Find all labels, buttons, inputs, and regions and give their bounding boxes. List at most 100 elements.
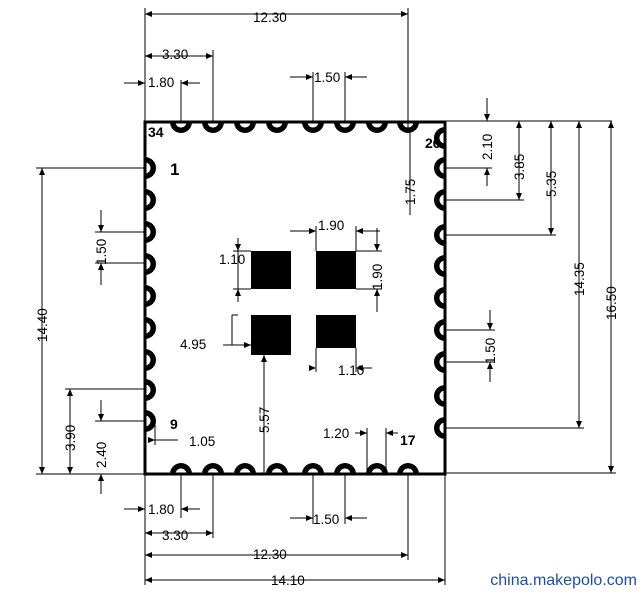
arrowhead — [401, 552, 408, 558]
arrowhead — [374, 244, 380, 251]
dim-bottom-overall: 14.10 — [271, 573, 305, 588]
arrowhead — [145, 530, 152, 536]
arrowhead — [438, 577, 445, 583]
right-pin — [434, 157, 445, 179]
dim-right-1: 2.10 — [480, 134, 495, 160]
bottom-pin — [397, 463, 419, 474]
dim-bottom-pitch: 1.50 — [313, 512, 339, 527]
dim-top-edge-to-pin: 3.30 — [162, 47, 188, 62]
bottom-pin-row — [170, 463, 419, 474]
right-pin — [434, 189, 445, 211]
arrowhead — [576, 121, 582, 128]
left-pin — [145, 410, 156, 432]
left-pin — [145, 189, 156, 211]
arrowhead — [576, 421, 582, 428]
dim-top-pitch: 1.50 — [314, 70, 340, 85]
arrowhead — [356, 228, 363, 234]
center-pad-top-left — [251, 251, 291, 289]
center-pad-top-right — [316, 251, 356, 289]
arrowhead — [138, 80, 145, 86]
bottom-pin — [302, 463, 324, 474]
bottom-pin — [366, 463, 388, 474]
dim-right-pitch: 1.50 — [483, 338, 498, 364]
top-pin — [234, 122, 256, 133]
dim-right-5: 16.50 — [604, 286, 619, 320]
arrowhead — [386, 430, 393, 436]
left-pin — [145, 253, 156, 275]
dim-left-overall: 14.40 — [35, 308, 50, 342]
right-pin — [434, 255, 445, 277]
arrowhead — [98, 263, 104, 270]
arrowhead — [98, 225, 104, 232]
arrowhead — [345, 74, 352, 80]
bottom-pin — [334, 463, 356, 474]
arrowhead — [608, 466, 614, 473]
bottom-pin — [234, 463, 256, 474]
arrowhead — [67, 389, 73, 396]
pin-label-9: 9 — [170, 416, 178, 432]
arrowhead — [487, 323, 493, 330]
top-pin — [302, 122, 324, 133]
arrowhead — [206, 53, 213, 59]
dim-left-pitch: 1.50 — [94, 239, 109, 265]
top-pin — [334, 122, 356, 133]
dim-top-edge-to-first: 1.80 — [148, 75, 174, 90]
arrowhead — [608, 121, 614, 128]
arrowhead — [484, 168, 490, 175]
arrowhead — [487, 362, 493, 369]
left-pin-row — [145, 157, 156, 432]
bottom-pin — [266, 463, 288, 474]
top-pin — [266, 122, 288, 133]
arrowhead — [309, 365, 316, 371]
dimension-arrowheads — [39, 11, 614, 583]
bottom-pin — [202, 463, 224, 474]
dim-pad-gap-h: 1.90 — [370, 264, 385, 290]
dim-right-2: 3.85 — [512, 154, 527, 180]
pin-label-26: 26 — [425, 135, 441, 151]
dim-bottom-edge-to-pin: 3.30 — [162, 528, 188, 543]
dim-pad-gap-w: 1.90 — [318, 218, 344, 233]
dim-pad-size-bottom: 1.10 — [338, 363, 364, 378]
dim-bottom-pin-width: 1.20 — [323, 426, 349, 441]
arrowhead — [484, 114, 490, 121]
dim-top-overall: 12.30 — [253, 10, 287, 25]
dimension-lines — [36, 8, 616, 585]
arrowhead — [401, 11, 408, 17]
arrowhead — [181, 506, 188, 512]
bottom-pin — [170, 463, 192, 474]
arrowhead — [181, 80, 188, 86]
arrowhead — [516, 121, 522, 128]
dim-right-4: 14.35 — [572, 262, 587, 296]
left-pin — [145, 349, 156, 371]
arrowhead — [138, 506, 145, 512]
top-pin — [202, 122, 224, 133]
left-pin — [145, 221, 156, 243]
left-pin — [145, 157, 156, 179]
top-pin-row — [170, 122, 419, 133]
dim-pad-size-left: 1.10 — [219, 252, 245, 267]
arrowhead — [306, 74, 313, 80]
arrowhead — [39, 467, 45, 474]
arrowhead — [356, 365, 363, 371]
right-pin — [434, 224, 445, 246]
dim-bottom-edge-to-first: 1.80 — [148, 502, 174, 517]
dim-left-bottom-2: 2.40 — [94, 442, 109, 468]
arrowhead — [98, 474, 104, 481]
right-pin-row — [434, 127, 445, 439]
arrowhead — [98, 414, 104, 421]
top-pin — [170, 122, 192, 133]
right-pin — [434, 287, 445, 309]
arrowhead — [360, 430, 367, 436]
right-pin — [434, 127, 445, 149]
right-pin — [434, 351, 445, 373]
module-outline — [143, 120, 447, 476]
arrowhead — [244, 342, 251, 348]
arrowhead — [235, 289, 241, 296]
left-pin — [145, 379, 156, 401]
pin-label-1: 1 — [170, 160, 179, 179]
arrowhead — [145, 53, 152, 59]
dim-right-6: 1.75 — [403, 179, 418, 205]
left-pin — [145, 317, 156, 339]
